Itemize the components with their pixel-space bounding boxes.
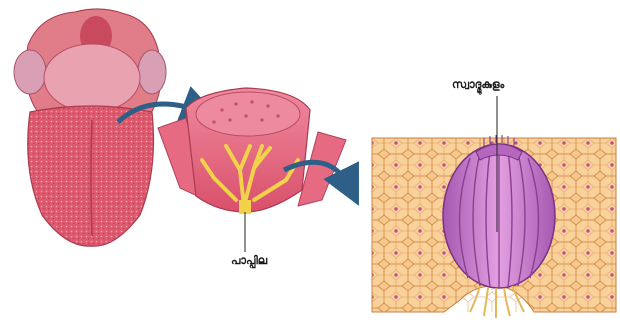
papilla-label: പാപ്പില: [231, 254, 267, 268]
taste-bud: [443, 96, 555, 288]
left-tonsil: [14, 50, 46, 94]
taste-bud-label: സ്വാദ്മുകുളം: [452, 78, 504, 92]
papilla-illustration: [158, 88, 346, 252]
papilla-top: [196, 92, 300, 136]
right-tonsil: [138, 50, 166, 94]
epithelium-illustration: [372, 96, 616, 318]
tongue-root: [44, 44, 140, 112]
papilla-stalk: [239, 200, 251, 214]
tongue-illustration: [14, 9, 166, 246]
